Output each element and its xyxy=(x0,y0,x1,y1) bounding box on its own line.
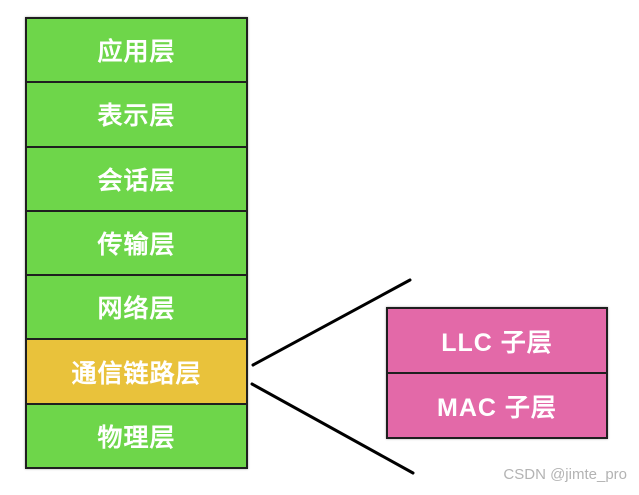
csdn-watermark: CSDN @jimte_pro xyxy=(503,466,627,483)
layer-transport: 传输层 xyxy=(27,209,246,275)
layer-presentation-label: 表示层 xyxy=(97,102,176,131)
layer-datalink-label: 通信链路层 xyxy=(71,359,202,388)
layer-session-label: 会话层 xyxy=(97,166,176,195)
sublayer-llc-label: LLC 子层 xyxy=(441,328,553,357)
layer-session: 会话层 xyxy=(27,145,246,210)
layer-physical: 物理层 xyxy=(27,402,246,467)
layer-application: 应用层 xyxy=(27,19,246,82)
layer-network: 网络层 xyxy=(27,274,246,339)
sublayer-mac: MAC 子层 xyxy=(388,372,606,437)
datalink-sublayer-stack: LLC 子层 MAC 子层 xyxy=(386,307,608,439)
layer-network-label: 网络层 xyxy=(97,295,176,324)
layer-physical-label: 物理层 xyxy=(97,423,176,452)
layer-datalink-highlighted: 通信链路层 xyxy=(27,338,246,403)
sublayer-mac-label: MAC 子层 xyxy=(437,393,557,422)
layer-presentation: 表示层 xyxy=(27,81,246,146)
layer-application-label: 应用层 xyxy=(97,38,176,67)
sublayer-llc: LLC 子层 xyxy=(388,309,606,372)
osi-layer-stack: 应用层 表示层 会话层 传输层 网络层 通信链路层 物理层 xyxy=(25,17,248,469)
layer-transport-label: 传输层 xyxy=(97,230,176,259)
